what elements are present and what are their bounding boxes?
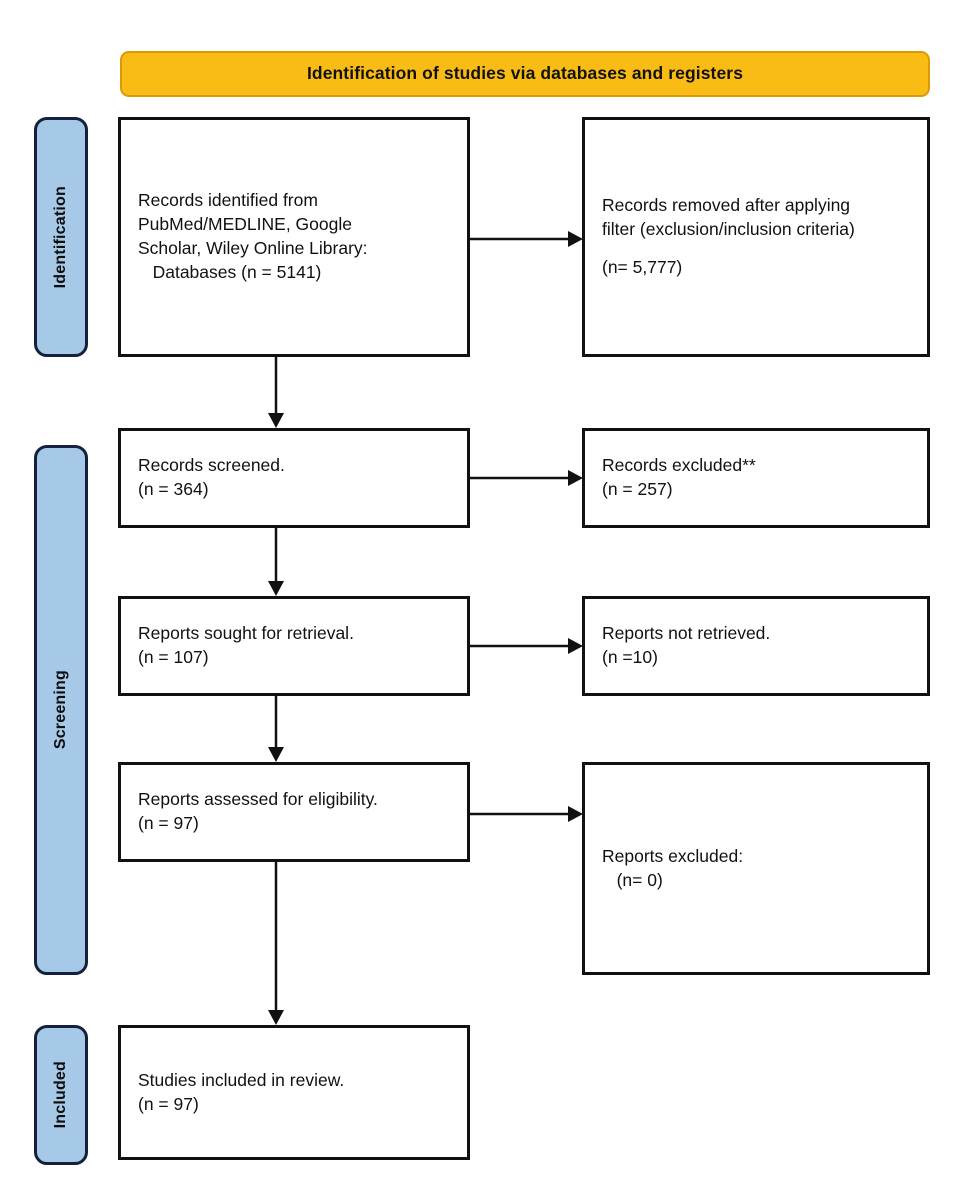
box-records-identified-line-2: PubMed/MEDLINE, Google [138,214,352,235]
box-studies-included-line-1: Studies included in review. [138,1069,345,1090]
box-records-screened-line-2: (n = 364) [138,479,209,499]
box-reports-sought-line-1: Reports sought for retrieval. [138,623,354,644]
arrow-assessed-to-reports-excluded [470,803,586,825]
box-records-identified-line-3: Scholar, Wiley Online Library: [138,238,368,258]
box-reports-not-retrieved-line-2: (n =10) [602,647,658,667]
box-reports-assessed: Reports assessed for eligibility. (n = 9… [118,762,470,862]
box-reports-assessed-line-1: Reports assessed for eligibility. [138,789,378,810]
box-studies-included-line-2: (n = 97) [138,1093,199,1114]
box-records-removed: Records removed after applying filter (e… [582,117,930,357]
box-reports-sought: Reports sought for retrieval. (n = 107) [118,596,470,696]
box-records-excluded: Records excluded** (n = 257) [582,428,930,528]
box-records-removed-line-4: (n= 5,777) [602,256,683,277]
arrow-screened-to-sought [265,528,287,598]
arrow-sought-to-not-retrieved [470,635,586,657]
box-records-removed-line-2: filter (exclusion/inclusion criteria) [602,219,855,240]
box-reports-excluded: Reports excluded: (n= 0) [582,762,930,975]
box-reports-excluded-line-1: Reports excluded: [602,845,744,866]
stage-label-identification: Identification [34,117,88,357]
arrow-identified-to-removed [470,228,586,250]
arrow-identified-to-screened [265,357,287,430]
stage-label-screening: Screening [34,445,88,975]
box-reports-excluded-line-2: (n= 0) [602,869,663,890]
box-records-screened: Records screened. (n = 364) [118,428,470,528]
arrow-screened-to-excluded [470,467,586,489]
box-reports-sought-line-2: (n = 107) [138,647,209,667]
box-records-identified: Records identified from PubMed/MEDLINE, … [118,117,470,357]
stage-label-included-text: Included [52,1061,69,1129]
box-records-excluded-line-2: (n = 257) [602,479,673,499]
arrow-sought-to-assessed [265,696,287,764]
box-reports-assessed-line-2: (n = 97) [138,813,199,833]
stage-label-included: Included [34,1025,88,1165]
box-records-screened-line-1: Records screened. [138,455,285,476]
box-records-identified-line-4: Databases (n = 5141) [138,261,322,282]
box-records-removed-line-1: Records removed after applying [602,195,851,216]
diagram-title: Identification of studies via databases … [306,63,744,84]
box-records-removed-spacer [602,242,910,256]
diagram-header-banner: Identification of studies via databases … [120,51,930,97]
box-records-excluded-line-1: Records excluded** [602,455,756,476]
box-studies-included: Studies included in review. (n = 97) [118,1025,470,1160]
stage-label-identification-text: Identification [52,185,69,289]
box-reports-not-retrieved: Reports not retrieved. (n =10) [582,596,930,696]
stage-label-screening-text: Screening [52,670,69,750]
box-records-identified-line-1: Records identified from [138,190,318,211]
arrow-assessed-to-included [265,862,287,1027]
box-reports-not-retrieved-line-1: Reports not retrieved. [602,623,771,644]
